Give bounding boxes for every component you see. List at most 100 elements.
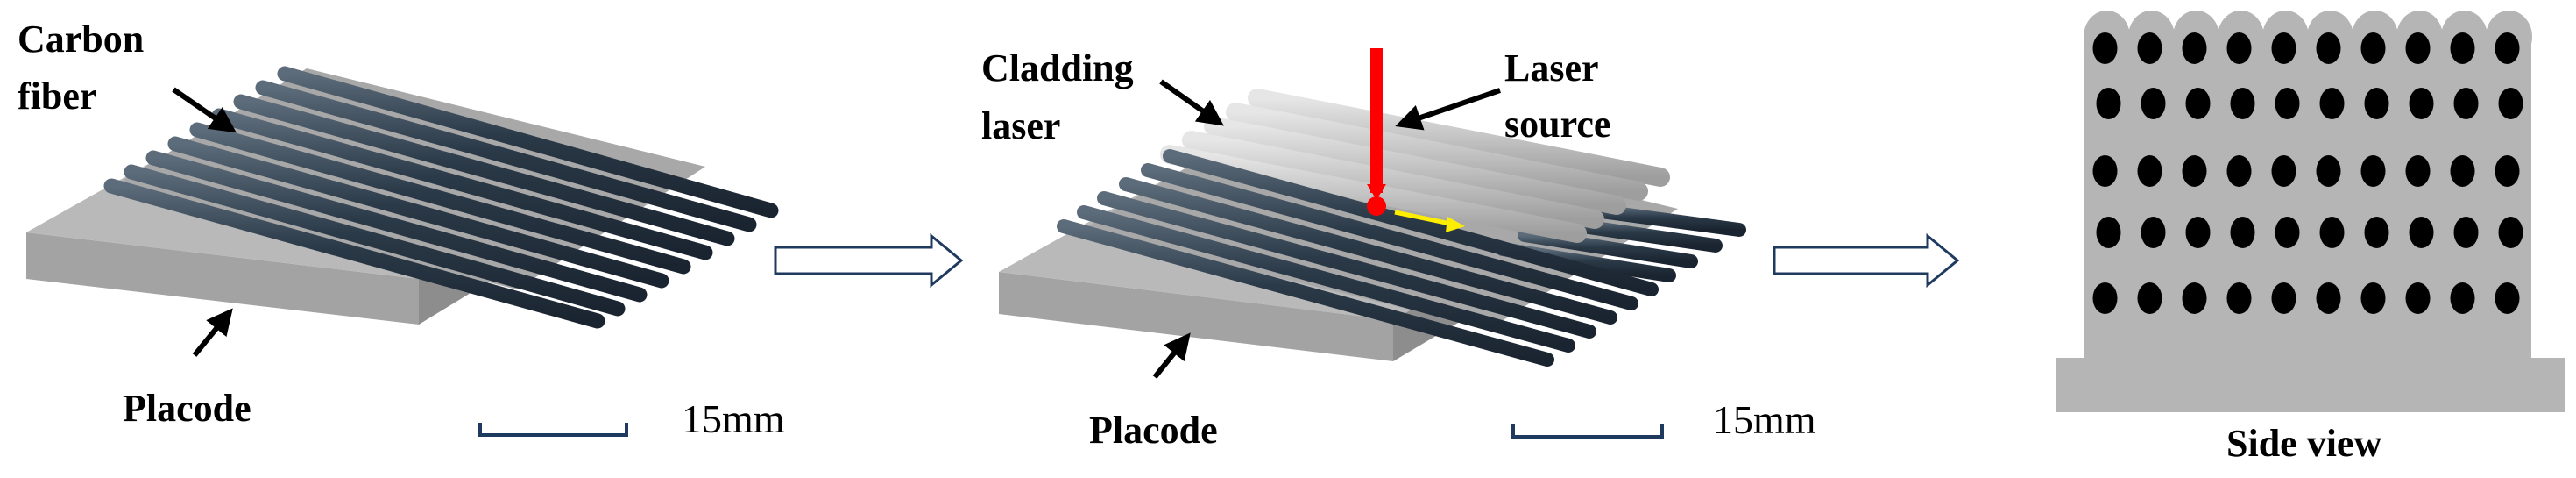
carbon-fiber-rod bbox=[103, 178, 605, 329]
cladding-track bbox=[1182, 131, 1604, 229]
fiber-cross-section bbox=[2271, 155, 2296, 187]
carbon-fiber-pointer-arrow bbox=[172, 87, 237, 133]
fiber-cross-section bbox=[2092, 282, 2118, 314]
fiber-cross-section bbox=[2364, 217, 2389, 248]
fiber-cross-section bbox=[2498, 217, 2523, 248]
carbon-fiber-rod bbox=[167, 136, 669, 289]
fiber-cross-section bbox=[2230, 217, 2255, 248]
fiber-cross-section bbox=[2226, 282, 2252, 314]
cladding-tracks bbox=[1160, 89, 1670, 243]
scan-direction-arrowhead bbox=[1446, 217, 1465, 232]
side-view-label: Side view bbox=[2226, 422, 2381, 465]
fiber-cross-section bbox=[2271, 282, 2296, 314]
carbon-fiber-rod bbox=[211, 108, 713, 260]
carbon-fiber-rod bbox=[277, 66, 779, 218]
laser-beam bbox=[1370, 48, 1383, 193]
fiber-cross-section bbox=[2405, 155, 2431, 187]
process-arrow-1 bbox=[774, 232, 964, 289]
fiber-cross-section bbox=[2405, 282, 2431, 314]
carbon-fiber-rod bbox=[1141, 163, 1638, 310]
left-placode-label: Placode bbox=[123, 387, 251, 430]
middle-carbon-fibers-front bbox=[1057, 149, 1659, 367]
middle-scale-bar bbox=[1511, 424, 1664, 439]
fiber-cross-section bbox=[2137, 155, 2162, 187]
carbon-fiber-label-line1: Carbon bbox=[18, 18, 144, 61]
cladding-track bbox=[1226, 103, 1648, 201]
fiber-cross-section bbox=[2096, 88, 2121, 119]
fiber-cross-section bbox=[2450, 155, 2475, 187]
side-view-base bbox=[2056, 358, 2565, 412]
carbon-fiber-rod bbox=[1097, 191, 1596, 339]
cladding-track bbox=[1204, 117, 1626, 215]
carbon-fiber-rod bbox=[1077, 205, 1575, 353]
process-arrow-2 bbox=[1773, 232, 1960, 289]
fiber-cross-section bbox=[2226, 155, 2252, 187]
middle-panel: Cladding laser Laser source Placode 15mm bbox=[981, 46, 1816, 452]
laser-source-pointer-arrow bbox=[1395, 88, 1501, 131]
fiber-cross-section bbox=[2450, 32, 2475, 64]
laser-beam-tip bbox=[1367, 184, 1386, 200]
right-panel: Side view bbox=[2056, 11, 2565, 465]
fiber-cross-section bbox=[2226, 32, 2252, 64]
fiber-cross-section bbox=[2360, 282, 2386, 314]
left-scale-bar bbox=[478, 423, 628, 437]
cladding-laser-pointer-arrow bbox=[1159, 79, 1224, 126]
cladding-laser-label-line2: laser bbox=[981, 104, 1060, 147]
fiber-cross-section bbox=[2405, 32, 2431, 64]
left-placode-pointer-arrow bbox=[192, 308, 233, 357]
fiber-cross-section bbox=[2319, 88, 2345, 119]
fiber-cross-section bbox=[2141, 88, 2166, 119]
fiber-cross-section bbox=[2316, 155, 2341, 187]
laser-source-label-line1: Laser bbox=[1504, 46, 1599, 89]
carbon-fiber-rod bbox=[1163, 149, 1659, 296]
carbon-fiber-rod bbox=[124, 164, 626, 317]
fiber-cross-section bbox=[2409, 88, 2434, 119]
middle-placode-pointer-arrow bbox=[1152, 332, 1191, 379]
fiber-cross-section bbox=[2316, 282, 2341, 314]
cladding-laser-label-line1: Cladding bbox=[981, 46, 1134, 89]
fiber-cross-section bbox=[2137, 282, 2162, 314]
fiber-cross-section bbox=[2450, 282, 2475, 314]
fiber-cross-section bbox=[2182, 155, 2207, 187]
fiber-cross-section bbox=[2360, 32, 2386, 64]
carbon-fiber-rod bbox=[233, 94, 735, 246]
fiber-cross-section bbox=[2495, 282, 2520, 314]
left-scale-text: 15mm bbox=[682, 396, 785, 441]
middle-scale-text: 15mm bbox=[1713, 397, 1816, 442]
scan-direction-arrow bbox=[1394, 210, 1455, 227]
fiber-cross-section bbox=[2409, 217, 2434, 248]
left-carbon-fibers bbox=[103, 66, 779, 329]
fiber-cross-section bbox=[2271, 32, 2296, 64]
fiber-cross-section bbox=[2498, 88, 2523, 119]
fiber-cross-section bbox=[2185, 88, 2211, 119]
fiber-cross-section bbox=[2092, 155, 2118, 187]
fiber-cross-section bbox=[2182, 32, 2207, 64]
fiber-cross-section bbox=[2495, 32, 2520, 64]
fiber-cross-section bbox=[2182, 282, 2207, 314]
laser-spot bbox=[1367, 196, 1386, 216]
fiber-cross-section bbox=[2319, 217, 2345, 248]
carbon-fiber-rod bbox=[255, 80, 757, 232]
fiber-cross-section bbox=[2453, 217, 2479, 248]
side-view-fiber-cross-sections bbox=[2092, 32, 2523, 314]
carbon-fiber-rod bbox=[145, 150, 648, 303]
cladding-track bbox=[1248, 89, 1670, 187]
fiber-cross-section bbox=[2092, 32, 2118, 64]
fiber-cross-section bbox=[2230, 88, 2255, 119]
carbon-fiber-label-line2: fiber bbox=[18, 75, 96, 118]
fiber-cross-section bbox=[2096, 217, 2121, 248]
carbon-fiber-rod bbox=[1119, 177, 1617, 325]
fiber-cross-section bbox=[2275, 88, 2300, 119]
fiber-cross-section bbox=[2185, 217, 2211, 248]
fiber-cross-section bbox=[2316, 32, 2341, 64]
fiber-cross-section bbox=[2137, 32, 2162, 64]
fiber-cross-section bbox=[2495, 155, 2520, 187]
carbon-fiber-rod bbox=[1518, 228, 1698, 268]
fiber-cross-section bbox=[2275, 217, 2300, 248]
middle-placode-label: Placode bbox=[1089, 409, 1218, 452]
carbon-fiber-rod bbox=[1057, 219, 1554, 367]
fiber-cross-section bbox=[2360, 155, 2386, 187]
left-panel: Carbon fiber Placode 15mm bbox=[18, 18, 785, 441]
fiber-cross-section bbox=[2364, 88, 2389, 119]
